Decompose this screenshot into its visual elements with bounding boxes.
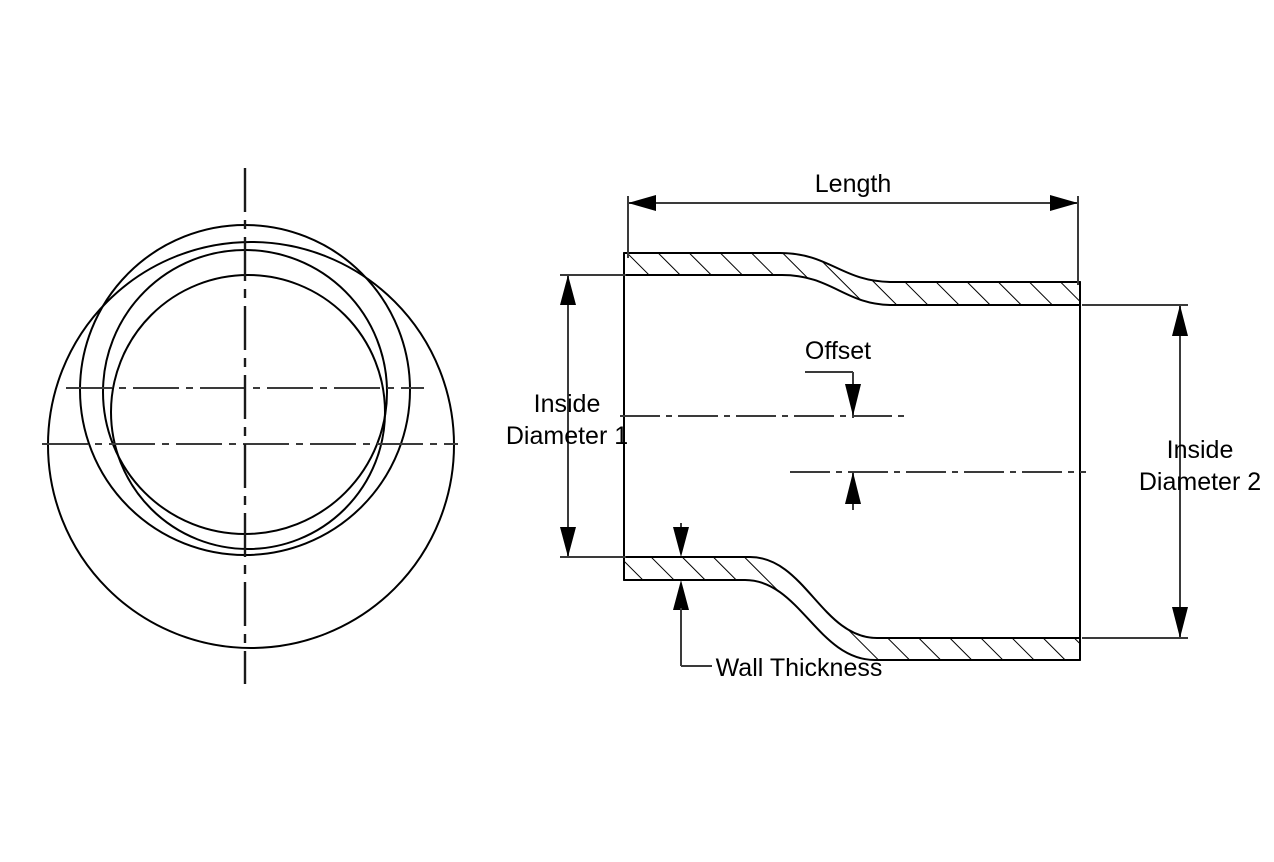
id2-label-line2: Diameter 2 [1139,468,1261,496]
id2-label-line1: Inside [1167,436,1234,464]
length-arrow-left-icon [628,195,656,211]
end-view-group [42,168,458,684]
length-arrow-right-icon [1050,195,1078,211]
length-dimension: Length [627,170,1079,285]
offset-arrow-down-icon [845,384,861,416]
inside-diameter-1-dimension: Inside Diameter 1 [506,274,628,558]
wall-thickness-arrow-down-icon [673,527,689,557]
cross-section-view-group [620,252,1086,661]
big-end-bore-circle [110,274,386,550]
wall-thickness-arrow-up-icon [673,580,689,610]
id2-arrow-down-icon [1172,607,1188,638]
id1-label-line2: Diameter 1 [506,422,628,450]
offset-arrow-up-icon [845,472,861,504]
id1-label-line1: Inside [534,390,601,418]
wall-thickness-dimension: Wall Thickness [673,523,882,682]
wall-thickness-label: Wall Thickness [716,654,883,682]
offset-dimension: Offset [805,337,871,510]
id1-arrow-up-icon [560,275,576,305]
id1-arrow-down-icon [560,527,576,557]
inside-diameter-2-dimension: Inside Diameter 2 [1082,304,1261,639]
offset-label: Offset [805,337,871,365]
length-label: Length [815,170,891,198]
id2-arrow-up-icon [1172,305,1188,336]
